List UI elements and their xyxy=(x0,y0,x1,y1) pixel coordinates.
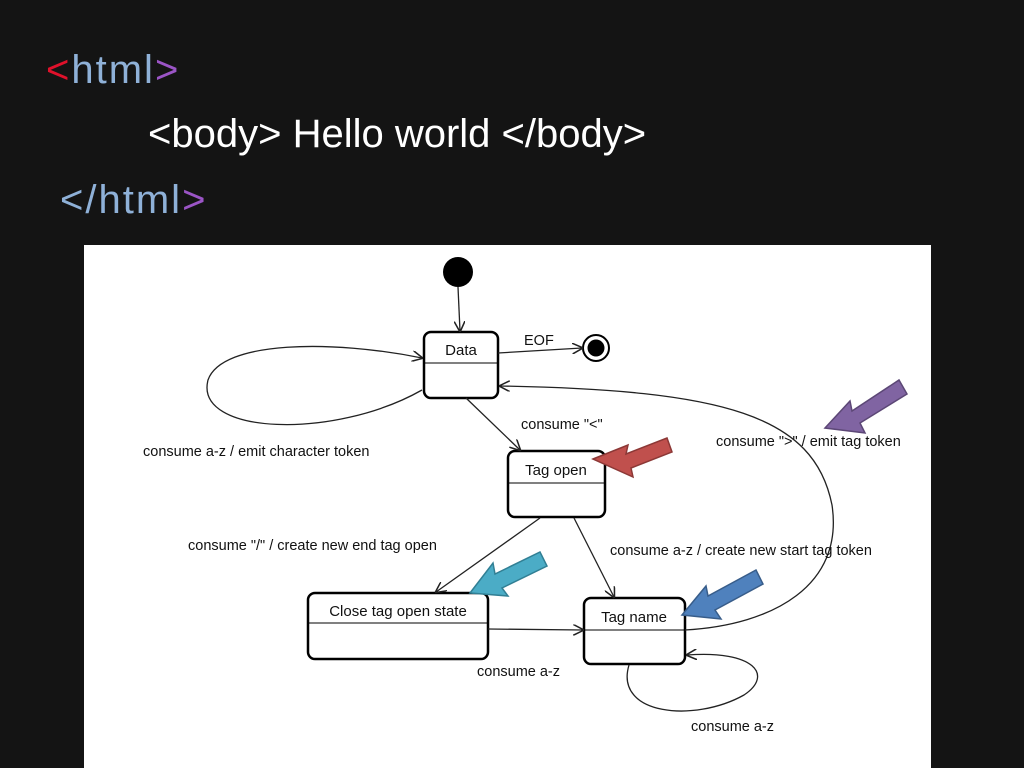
label-name-loop: consume a-z xyxy=(691,719,774,735)
edge-close-tag-to-tag-name xyxy=(487,629,583,630)
html-open-name: html xyxy=(71,48,155,92)
label-data-loop: consume a-z / emit character token xyxy=(143,444,369,460)
label-emit-tag: consume ">" / emit tag token xyxy=(716,434,901,450)
state-tag-name: Tag name xyxy=(582,596,687,666)
label-end-tag: consume "/" / create new end tag open xyxy=(188,538,437,554)
initial-state-node xyxy=(443,257,473,287)
state-diagram: Data Tag open Close tag open state Tag n… xyxy=(143,257,909,735)
edge-data-eof xyxy=(497,348,582,353)
highlight-arrow-teal xyxy=(468,550,549,597)
highlight-arrow-purple xyxy=(823,378,909,434)
state-tag-name-label: Tag name xyxy=(601,609,667,626)
edge-tag-name-self-loop xyxy=(626,654,759,712)
final-state-node xyxy=(582,334,610,362)
edge-tag-open-to-close-tag xyxy=(436,517,541,592)
highlight-arrow-red xyxy=(591,437,673,479)
code-body-line: <body> Hello world </body> xyxy=(148,112,647,156)
html-close-gt: > xyxy=(182,178,208,222)
edge-tag-name-to-data xyxy=(500,386,834,631)
label-start-tag: consume a-z / create new start tag token xyxy=(610,543,872,559)
state-close-tag-open: Close tag open state xyxy=(306,591,490,661)
state-diagram-panel: Data Tag open Close tag open state Tag n… xyxy=(84,245,931,768)
state-tag-open-label: Tag open xyxy=(525,462,587,479)
state-close-tag-open-label: Close tag open state xyxy=(329,603,467,620)
code-html-close: </html> xyxy=(60,178,207,223)
label-close-to-name: consume a-z xyxy=(477,664,560,680)
html-close-name: html xyxy=(98,178,183,222)
highlight-arrow-blue xyxy=(680,568,764,620)
html-open-lt: < xyxy=(46,48,72,92)
edge-initial-to-data xyxy=(458,286,460,331)
state-data-label: Data xyxy=(445,342,477,359)
state-data: Data xyxy=(422,330,500,400)
edge-tag-open-to-tag-name xyxy=(573,517,614,597)
edge-data-self-loop xyxy=(206,345,422,426)
label-eof: EOF xyxy=(524,333,554,349)
html-close-lt-slash: </ xyxy=(60,178,99,222)
html-open-gt: > xyxy=(154,48,181,92)
code-html-open: <html> xyxy=(46,48,180,93)
label-consume-lt: consume "<" xyxy=(521,417,603,433)
state-tag-open: Tag open xyxy=(506,449,607,519)
edge-data-to-tag-open xyxy=(465,397,520,450)
